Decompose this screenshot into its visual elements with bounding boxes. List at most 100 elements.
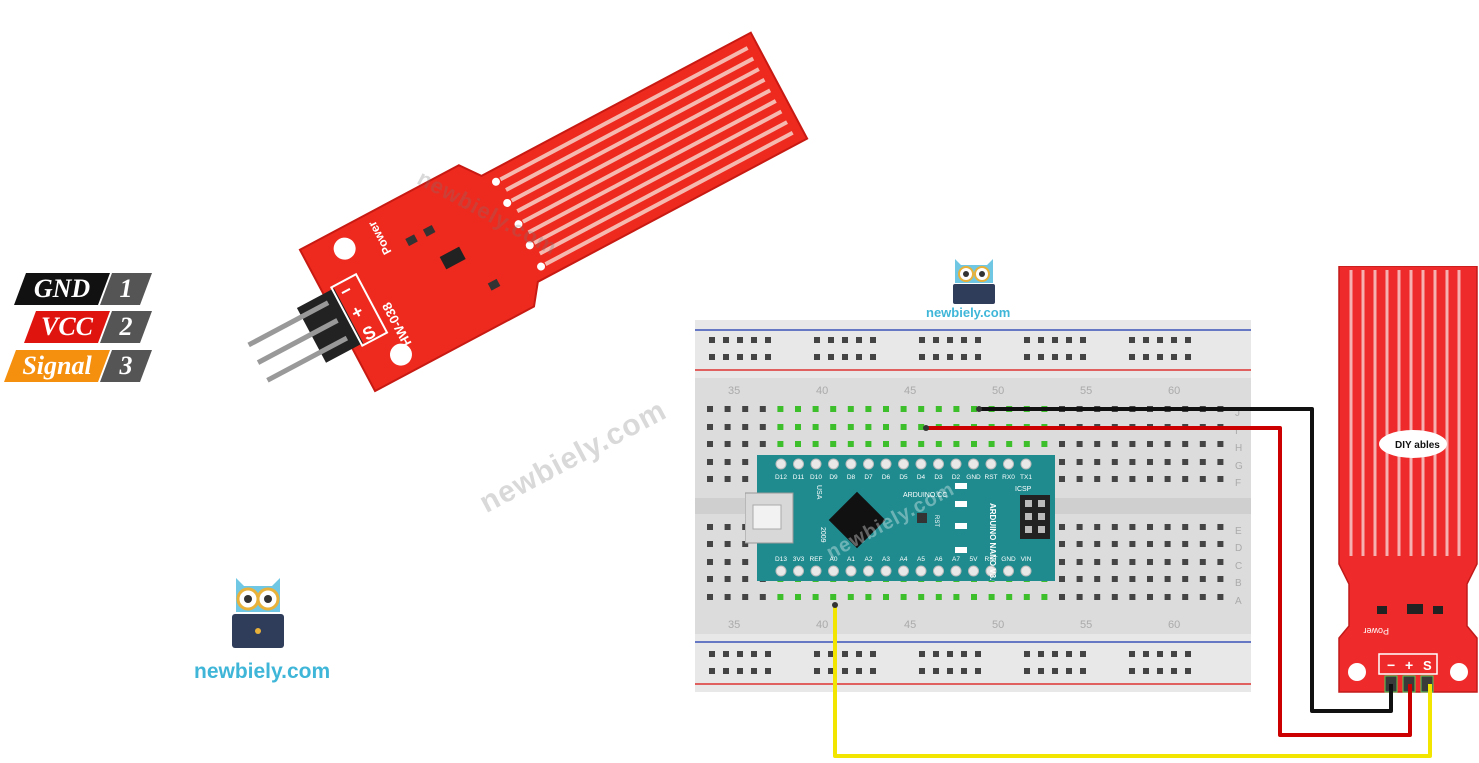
- row-letter: F: [1235, 478, 1241, 489]
- owl-logo-icon: [232, 578, 284, 648]
- pin-name: VCC: [24, 311, 110, 343]
- pin-label-bottom: A1: [847, 556, 855, 563]
- header-pin: [775, 565, 787, 577]
- pin-label-bottom: A4: [900, 556, 908, 563]
- pin-label-top: TX1: [1020, 474, 1032, 481]
- pin-label-bottom: A5: [917, 556, 925, 563]
- wire-signal: [833, 605, 1432, 758]
- pin-label-bottom: RST: [985, 556, 998, 563]
- header-pin: [828, 458, 839, 470]
- row-letter: A: [1235, 596, 1242, 607]
- header-pin: [950, 565, 962, 577]
- pin-label-bottom: D13: [775, 556, 787, 563]
- pin-label-top: D2: [952, 474, 961, 481]
- header-pin: [1003, 458, 1014, 470]
- rst-label: RST: [933, 515, 939, 527]
- icsp-label: ICSP: [1015, 486, 1032, 493]
- owl-logo-icon: [953, 259, 995, 304]
- col-number: 40: [816, 619, 828, 631]
- row-letter: C: [1235, 561, 1242, 572]
- pin-label-top: D6: [882, 474, 891, 481]
- col-number: 55: [1080, 619, 1092, 631]
- header-pin: [1003, 565, 1014, 577]
- pin-label-bottom: A2: [865, 556, 873, 563]
- header-pin: [1020, 565, 1032, 577]
- pin-label-bottom: A6: [935, 556, 943, 563]
- water-sensor-right: DIY ables Power − + S: [1338, 266, 1478, 693]
- brand-label: DIY ables: [1395, 440, 1440, 451]
- pin-label-top: D11: [793, 474, 805, 481]
- header-pin: [810, 458, 822, 470]
- header-pin: [1020, 458, 1032, 470]
- sensor-pin-minus: −: [1387, 657, 1395, 673]
- pin-label-bottom: REF: [810, 556, 823, 563]
- header-pin: [793, 565, 804, 577]
- water-sensor-left: S + − HW-038 Power: [247, 31, 809, 393]
- col-number: 55: [1080, 385, 1092, 397]
- pin-label-bottom: GND: [1001, 556, 1016, 563]
- header-pin: [968, 565, 979, 577]
- header-pin: [863, 458, 874, 470]
- header-pin: [863, 565, 874, 577]
- col-number: 40: [816, 385, 828, 397]
- header-pin: [915, 565, 927, 577]
- arduino-name-label: ARDUINO NANO V3.0: [988, 503, 997, 581]
- logo-text: newbiely.com: [926, 305, 1011, 320]
- col-number: 60: [1168, 385, 1180, 397]
- header-pin: [933, 565, 944, 577]
- col-number: 50: [992, 385, 1004, 397]
- sensor-pin-s: S: [1423, 658, 1432, 673]
- pin-label-bottom: VIN: [1021, 556, 1032, 563]
- power-label: Power: [1363, 626, 1389, 636]
- header-pin: [845, 565, 857, 577]
- header-pin: [950, 458, 962, 470]
- pin-name: GND: [14, 273, 110, 305]
- row-letter: G: [1235, 461, 1243, 472]
- header-pin: [985, 565, 997, 577]
- pin-label-gnd: GND 1: [14, 273, 152, 305]
- col-number: 35: [728, 385, 740, 397]
- header-pin: [828, 565, 839, 577]
- row-letter: E: [1235, 526, 1242, 537]
- arduino-site-label: ARDUINO.CC: [903, 492, 947, 499]
- pin-label-top: D4: [917, 474, 926, 481]
- pin-label-top: D10: [810, 474, 822, 481]
- wire-gnd: [979, 407, 1393, 713]
- header-pin: [968, 458, 979, 470]
- header-pin: [985, 458, 997, 470]
- row-letter: B: [1235, 578, 1242, 589]
- logo-text: newbiely.com: [194, 660, 331, 683]
- pin-label-vcc: VCC 2: [24, 311, 152, 343]
- col-number: 45: [904, 385, 916, 397]
- col-number: 60: [1168, 619, 1180, 631]
- pin-label-top: D7: [864, 474, 873, 481]
- header-pin: [880, 458, 892, 470]
- header-pin: [775, 458, 787, 470]
- col-number: 35: [728, 619, 740, 631]
- pin-label-top: D5: [899, 474, 908, 481]
- pin-label-top: GND: [966, 474, 981, 481]
- pin-label-top: D12: [775, 474, 787, 481]
- col-number: 50: [992, 619, 1004, 631]
- header-pin: [845, 458, 857, 470]
- pin-label-top: RST: [985, 474, 998, 481]
- row-letter: D: [1235, 543, 1242, 554]
- wire-vcc: [926, 426, 1412, 737]
- header-pin: [810, 565, 822, 577]
- pin-label-top: RX0: [1002, 474, 1015, 481]
- pin-name: Signal: [4, 350, 110, 382]
- pin-label-bottom: A3: [882, 556, 890, 563]
- pin-label-bottom: 3V3: [793, 556, 805, 563]
- header-pin: [898, 565, 909, 577]
- pin-label-bottom: A0: [830, 556, 838, 563]
- year-label: 2009: [819, 527, 826, 543]
- header-pin: [880, 565, 892, 577]
- pin-label-top: D9: [829, 474, 838, 481]
- pin-label-bottom: A7: [952, 556, 960, 563]
- usa-label: USA: [815, 485, 822, 500]
- pin-label-top: D8: [847, 474, 856, 481]
- header-pin: [898, 458, 909, 470]
- pin-label-top: D3: [934, 474, 943, 481]
